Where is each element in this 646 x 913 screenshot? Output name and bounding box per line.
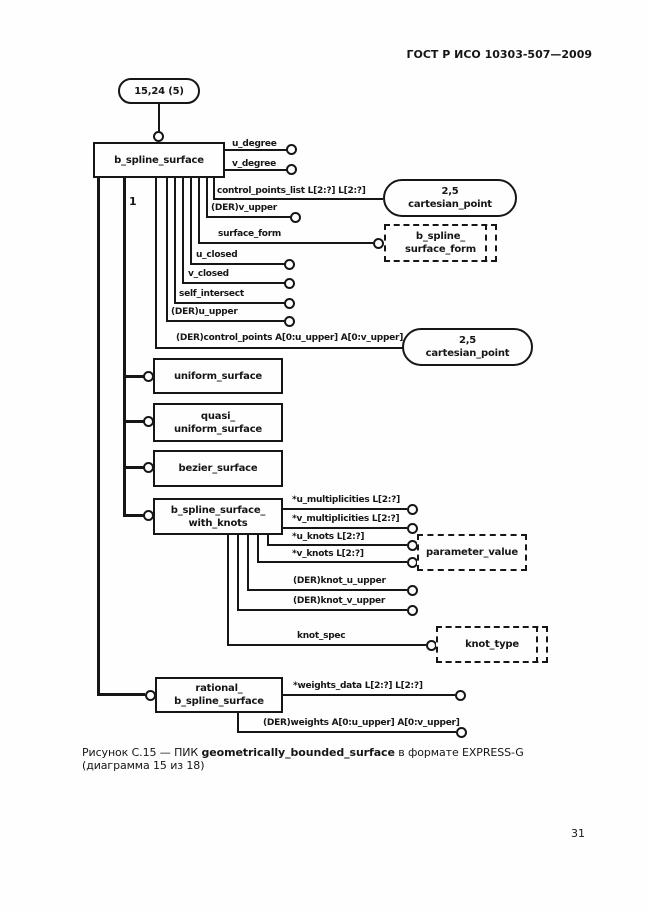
relation-circle [284, 259, 295, 270]
connector-line [155, 178, 157, 349]
connector-line [198, 178, 200, 244]
connector-line [267, 535, 269, 546]
attr-label-v-closed: v_closed [188, 269, 229, 279]
attr-label-u-closed: u_closed [196, 250, 238, 260]
attr-label-u-degree: u_degree [232, 139, 277, 149]
relation-circle [284, 278, 295, 289]
oneof-line [123, 420, 145, 423]
figure-caption: Рисунок С.15 — ПИК geometrically_bounded… [82, 746, 582, 772]
connector-line [227, 644, 426, 646]
connector-line [283, 508, 407, 510]
connector-line [257, 561, 407, 563]
page-ref-cartesian-point-2: 2,5 cartesian_point [402, 328, 533, 366]
connector-line [155, 347, 403, 349]
attr-label-control-points-list: control_points_list L[2:?] L[2:?] [217, 186, 366, 196]
connector-line [283, 694, 455, 696]
attr-label-u-multiplicities: *u_multiplicities L[2:?] [292, 495, 400, 505]
relation-circle [407, 523, 418, 534]
connector-line [247, 535, 249, 591]
relation-circle [407, 504, 418, 515]
connector-line [198, 242, 373, 244]
relation-circle [456, 727, 467, 738]
attr-label-der-knot-u-upper: (DER)knot_u_upper [293, 576, 386, 586]
connector-line [227, 535, 229, 646]
connector-line [237, 731, 456, 733]
relation-circle [286, 144, 297, 155]
attr-label-v-degree: v_degree [232, 159, 277, 169]
connector-line [213, 198, 383, 200]
connector-line [247, 589, 407, 591]
oneof-line [123, 514, 145, 517]
caption-suffix: в формате EXPRESS-G (диаграмма 15 из 18) [82, 746, 524, 772]
attr-label-der-weights: (DER)weights A[0:u_upper] A[0:v_upper] [263, 718, 460, 728]
entity-box-b-spline-surface-with-knots: b_spline_surface_ with_knots [153, 498, 283, 535]
oneof-marker: 1 [129, 195, 137, 208]
connector-line [283, 527, 407, 529]
caption-prefix: Рисунок С.15 — ПИК [82, 746, 202, 759]
entity-box-rational-b-spline-surface: rational_ b_spline_surface [155, 677, 283, 713]
relation-circle [153, 131, 164, 142]
connector-line [237, 713, 239, 733]
page-header: ГОСТ Р ИСО 10303-507—2009 [406, 48, 592, 61]
attr-label-der-knot-v-upper: (DER)knot_v_upper [293, 596, 386, 606]
page-ref-cartesian-point-1: 2,5 cartesian_point [383, 179, 517, 217]
connector-line [182, 282, 286, 284]
connector-line [182, 178, 184, 284]
oneof-line [123, 466, 145, 469]
relation-circle [290, 212, 301, 223]
connector-line [213, 178, 215, 200]
relation-circle [373, 238, 384, 249]
connector-line [206, 216, 291, 218]
page-number: 31 [571, 827, 585, 840]
entity-box-b-spline-surface: b_spline_surface [93, 142, 225, 178]
supertype-line [97, 693, 145, 696]
relation-circle [284, 298, 295, 309]
relation-circle [407, 585, 418, 596]
attr-label-knot-spec: knot_spec [297, 631, 346, 641]
connector-line [174, 302, 286, 304]
page-ref-oval: 15,24 (5) [118, 78, 200, 104]
oneof-line [123, 178, 126, 516]
connector-line [257, 535, 259, 563]
connector-line [166, 320, 286, 322]
entity-box-bezier-surface: bezier_surface [153, 450, 283, 487]
relation-circle [284, 316, 295, 327]
attr-label-surface-form: surface_form [218, 229, 282, 239]
connector-line [190, 178, 192, 265]
entity-box-quasi-uniform-surface: quasi_ uniform_surface [153, 403, 283, 442]
relation-circle [455, 690, 466, 701]
connector-line [174, 178, 176, 304]
caption-entity-name: geometrically_bounded_surface [201, 746, 395, 759]
type-box-parameter-value: parameter_value [417, 534, 527, 571]
attr-label-v-knots: *v_knots L[2:?] [292, 549, 364, 559]
type-box-knot-type: knot_type [436, 626, 548, 663]
attr-label-der-control-points: (DER)control_points A[0:u_upper] A[0:v_u… [176, 333, 404, 343]
attr-label-der-u-upper: (DER)u_upper [171, 307, 238, 317]
connector-line [158, 104, 160, 132]
oneof-line [123, 375, 145, 378]
connector-line [206, 178, 208, 218]
connector-line [166, 178, 168, 322]
connector-line [237, 535, 239, 611]
attr-label-v-multiplicities: *v_multiplicities L[2:?] [292, 514, 400, 524]
attr-label-u-knots: *u_knots L[2:?] [292, 532, 365, 542]
entity-box-uniform-surface: uniform_surface [153, 358, 283, 394]
attr-label-weights-data: *weights_data L[2:?] L[2:?] [293, 681, 423, 691]
relation-circle [286, 164, 297, 175]
attr-label-self-intersect: self_intersect [179, 289, 244, 299]
attr-label-der-v-upper: (DER)v_upper [211, 203, 277, 213]
connector-line [237, 609, 407, 611]
type-box-b-spline-surface-form: b_spline_ surface_form [384, 224, 497, 262]
supertype-line [97, 178, 100, 696]
connector-line [225, 149, 287, 151]
connector-line [225, 169, 287, 171]
relation-circle [407, 605, 418, 616]
connector-line [190, 263, 286, 265]
connector-line [267, 544, 407, 546]
